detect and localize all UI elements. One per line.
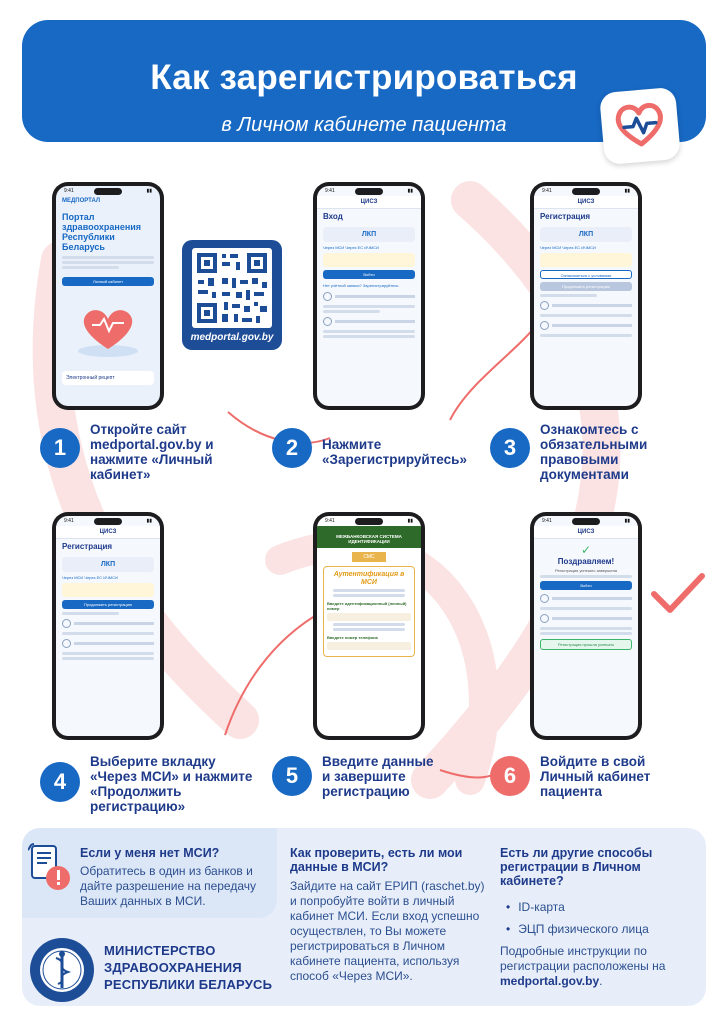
phone-step-4: 9:41▮▮ ЦИСЗ Регистрация ЛКП Через МСИ Че… (52, 512, 164, 740)
heart-logo-badge (599, 86, 681, 166)
msi-auth-title: Аутентификация в МСИ (333, 571, 405, 586)
auth-tabs[interactable]: Через МСИ Через ЕС ИЧМСИ (540, 245, 596, 250)
personal-cabinet-button[interactable]: Личный кабинет (62, 277, 154, 286)
qr-code-card: medportal.gov.by (182, 240, 282, 350)
lkp-chip: ЛКП (540, 227, 632, 242)
phone-step-6: 9:41▮▮ ЦИСЗ ✓ Поздравляем! Регистрация у… (530, 512, 642, 740)
cisz-brand: ЦИСЗ (534, 526, 638, 539)
congrats-text: Регистрация успешно завершена (554, 568, 618, 573)
lkp-chip: ЛКП (62, 557, 154, 572)
q2-title: Как проверить, есть ли мои данные в МСИ? (290, 846, 463, 874)
phone-step-1: 9:41▮▮ МЕДПОРТАЛ Портал здравоохранения … (52, 182, 164, 410)
step-2-number: 2 (272, 428, 312, 468)
ministry-name: МИНИСТЕРСТВО ЗДРАВООХРАНЕНИЯ РЕСПУБЛИКИ … (104, 943, 273, 992)
q3-text: Подробные инструкции по регистрации расп… (500, 944, 666, 988)
header-banner: Как зарегистрироваться в Личном кабинете… (22, 20, 706, 142)
big-check-icon (651, 573, 705, 613)
q3-list: ID-карта ЭЦП физического лица (506, 896, 649, 940)
cisz-brand: ЦИСЗ (56, 526, 160, 539)
warning-box (540, 253, 632, 267)
e-recipe-link[interactable]: Электронный рецепт (62, 371, 154, 385)
page-title: Как зарегистрироваться (150, 58, 578, 97)
step-2-text: Нажмите «Зарегистрируйтесь» (322, 437, 467, 467)
msi-brand: МЕЖБАНКОВСКАЯ СИСТЕМА ИДЕНТИФИКАЦИИ (317, 526, 421, 548)
phone-field-label: Введите номер телефона (327, 635, 378, 640)
terms-button[interactable]: Ознакомиться с условиями (540, 270, 632, 279)
login-title: Вход (323, 212, 343, 221)
step-6-text: Войдите в свой Личный кабинет пациента (540, 754, 651, 799)
step-6-number: 6 (490, 756, 530, 796)
step-1-number: 1 (40, 428, 80, 468)
continue-registration-button[interactable]: Продолжить регистрацию (540, 282, 632, 291)
login-button[interactable]: Войти (323, 270, 415, 279)
phone-step-2: 9:41▮▮ ЦИСЗ Вход ЛКП Через МСИ Через ЕС … (313, 182, 425, 410)
success-badge: Регистрация прошла успешно (540, 639, 632, 650)
continue-registration-button[interactable]: Продолжить регистрацию (62, 600, 154, 609)
congrats-title: Поздравляем! (557, 557, 615, 566)
ministry-emblem-icon (30, 938, 94, 1002)
registration-title: Регистрация (62, 542, 113, 551)
step-3-number: 3 (490, 428, 530, 468)
qr-url-label: medportal.gov.by (190, 332, 274, 343)
step-1-text: Откройте сайт medportal.gov.by и нажмите… (90, 422, 214, 482)
q1-text: Обратитесь в один из банков и дайте разр… (80, 864, 257, 908)
cisz-brand: ЦИСЗ (534, 196, 638, 209)
q3-item-digital-signature: ЭЦП физического лица (506, 918, 649, 940)
phone-field-input[interactable] (327, 642, 411, 650)
step-5-text: Введите данные и завершите регистрацию (322, 754, 434, 799)
heart-pulse-icon (615, 102, 663, 147)
step-4-number: 4 (40, 762, 80, 802)
warning-box (323, 253, 415, 267)
step-3-text: Ознакомтесь с обязательными правовыми до… (540, 422, 648, 482)
q3-item-id-card: ID-карта (506, 896, 649, 918)
portal-headline: Портал здравоохранения Республики Белару… (62, 212, 142, 252)
check-icon: ✓ (580, 543, 592, 557)
lkp-chip: ЛКП (323, 227, 415, 242)
qr-code-icon (192, 248, 272, 328)
step-4-text: Выберите вкладку «Через МСИ» и нажмите «… (90, 754, 253, 814)
q2-text: Зайдите на сайт ЕРИП (raschet.by) и попр… (290, 879, 485, 983)
phone-step-3: 9:41▮▮ ЦИСЗ Регистрация ЛКП Через МСИ Че… (530, 182, 642, 410)
documents-warning-icon (28, 843, 70, 890)
page-subtitle: в Личном кабинете пациента (221, 114, 507, 136)
heart-illustration (78, 310, 138, 357)
step-5-number: 5 (272, 756, 312, 796)
registration-title: Регистрация (540, 212, 591, 221)
id-field-label: Введите идентификационный (личный) номер (327, 601, 407, 611)
medportal-link[interactable]: medportal.gov.by (500, 974, 600, 988)
phone-step-5: 9:41▮▮ МЕЖБАНКОВСКАЯ СИСТЕМА ИДЕНТИФИКАЦ… (313, 512, 425, 740)
login-button[interactable]: Войти (540, 581, 632, 590)
auth-tabs[interactable]: Через МСИ Через ЕС ИЧМСИ (62, 575, 118, 580)
cisz-brand: ЦИСЗ (317, 196, 421, 209)
q1-title: Если у меня нет МСИ? (80, 846, 220, 860)
q3-title: Есть ли другие способы регистрации в Лич… (500, 846, 653, 888)
medportal-brand: МЕДПОРТАЛ (62, 198, 101, 204)
register-link[interactable]: Нет учётной записи? Зарегистрируйтесь (323, 283, 399, 288)
sms-tab[interactable]: СМС (352, 552, 386, 562)
id-field-input[interactable] (327, 613, 411, 621)
auth-tabs[interactable]: Через МСИ Через ЕС ИЧМСИ (323, 245, 379, 250)
warning-box (62, 583, 154, 597)
